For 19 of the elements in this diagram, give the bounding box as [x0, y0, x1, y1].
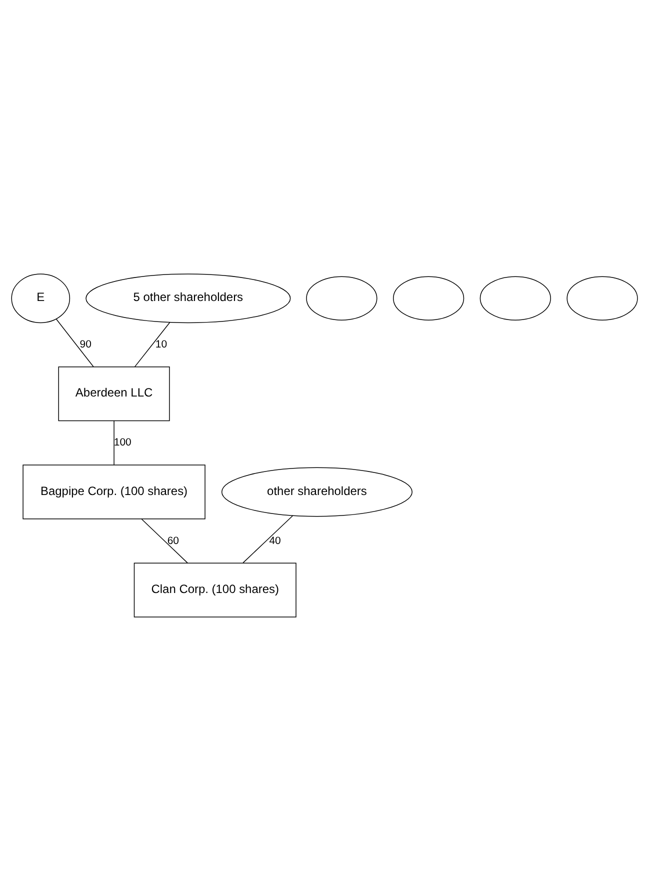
node-ellipse: other shareholders [221, 466, 412, 516]
edge-label: 90 [80, 339, 92, 350]
node-ellipse [306, 276, 378, 320]
edge-label: 60 [167, 535, 180, 546]
node-ellipse [480, 276, 551, 320]
edge-label: 10 [155, 339, 168, 350]
node-ellipse: E [11, 273, 70, 323]
node-box: Aberdeen LLC [58, 366, 170, 421]
edge-label: 40 [269, 535, 281, 546]
node-box: Bagpipe Corp. (100 shares) [22, 464, 206, 519]
edge-label: 100 [114, 437, 132, 448]
node-ellipse [392, 276, 464, 320]
node-ellipse [566, 276, 638, 320]
connector [134, 321, 170, 367]
connector [141, 518, 188, 563]
node-box: Clan Corp. (100 shares) [134, 562, 296, 617]
connector [242, 514, 294, 563]
connector [56, 318, 94, 367]
node-ellipse: 5 other shareholders [86, 273, 291, 323]
